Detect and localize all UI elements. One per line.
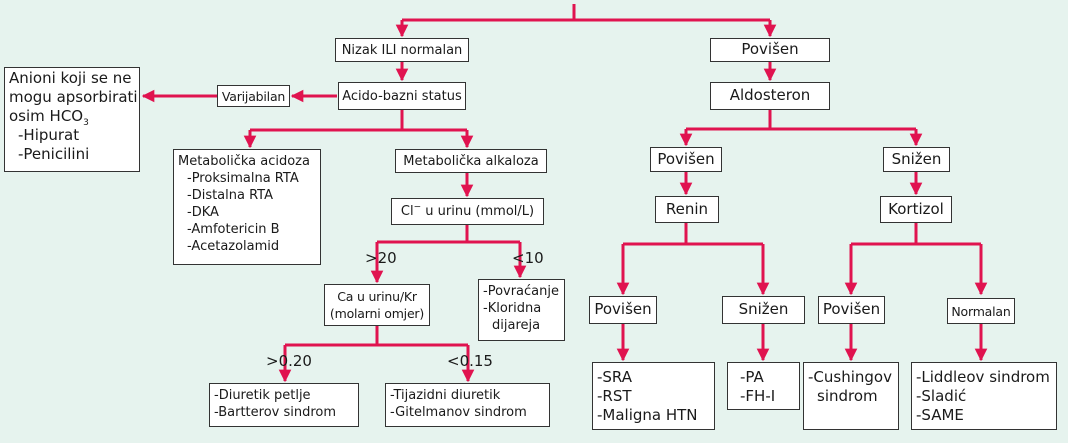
anioni-line-3: osim HCO3 — [9, 107, 89, 128]
acidoza-item: -Amfotericin B — [187, 222, 280, 237]
node-anioni: Anioni koji se ne mogu apsorbirati osim … — [4, 67, 140, 172]
node-liddle: -Liddleov sindrom -Sladić -SAME — [911, 362, 1057, 430]
node-povisen-mid: Povišen — [650, 147, 722, 172]
node-kortizol: Kortizol — [880, 196, 952, 223]
anioni-line-4: -Hipurat — [18, 126, 80, 144]
acidoza-item: -Acetazolamid — [187, 239, 280, 254]
anioni-line-1: Anioni koji se ne — [9, 69, 132, 87]
node-normalan: Normalan — [947, 298, 1015, 324]
node-povisen-renin: Povišen — [589, 296, 657, 324]
label-lt10: <10 — [512, 249, 544, 267]
label-gt20: >20 — [365, 249, 397, 267]
node-snizen-renin: Snižen — [722, 296, 805, 324]
node-ca-u-urinu: Ca u urinu/Kr (molarni omjer) — [324, 284, 430, 326]
node-povisen-top: Povišen — [710, 38, 830, 62]
node-metabolicka-alkaloza: Metabolička alkaloza — [395, 149, 547, 173]
node-metabolicka-acidoza: Metabolička acidoza -Proksimalna RTA -Di… — [173, 149, 321, 265]
anioni-line-2: mogu apsorbirati — [9, 88, 138, 106]
node-cushing: -Cushingov sindrom — [803, 362, 899, 430]
label-gt020: >0.20 — [266, 352, 312, 370]
node-cl-u-urinu: Cl− u urinu (mmol/L) — [391, 198, 544, 225]
acidoza-title: Metabolička acidoza — [178, 154, 310, 169]
node-renin: Renin — [655, 196, 719, 223]
node-diuretik-petlje: -Diuretik petlje -Bartterov sindrom — [209, 383, 359, 427]
node-snizen-mid: Snižen — [883, 147, 950, 172]
acidoza-item: -Distalna RTA — [187, 188, 274, 203]
node-tijazidni-diuretik: -Tijazidni diuretik -Gitelmanov sindrom — [385, 383, 550, 427]
label-lt015: <0.15 — [447, 352, 493, 370]
node-nizak-ili-normalan: Nizak ILI normalan — [335, 38, 469, 62]
anioni-line-5: -Penicilini — [18, 145, 90, 163]
node-pa: -PA -FH-I — [727, 362, 800, 410]
node-varijabilan: Varijabilan — [217, 85, 290, 107]
node-acido-bazni-status: Acido-bazni status — [338, 82, 466, 110]
node-povisen-kortizol: Povišen — [818, 296, 885, 324]
acidoza-item: -Proksimalna RTA — [187, 171, 299, 186]
node-sra: -SRA -RST -Maligna HTN — [592, 362, 715, 430]
acidoza-item: -DKA — [187, 205, 219, 220]
node-aldosteron: Aldosteron — [710, 82, 830, 110]
node-povracanje: -Povraćanje -Kloridna dijareja — [478, 279, 565, 341]
